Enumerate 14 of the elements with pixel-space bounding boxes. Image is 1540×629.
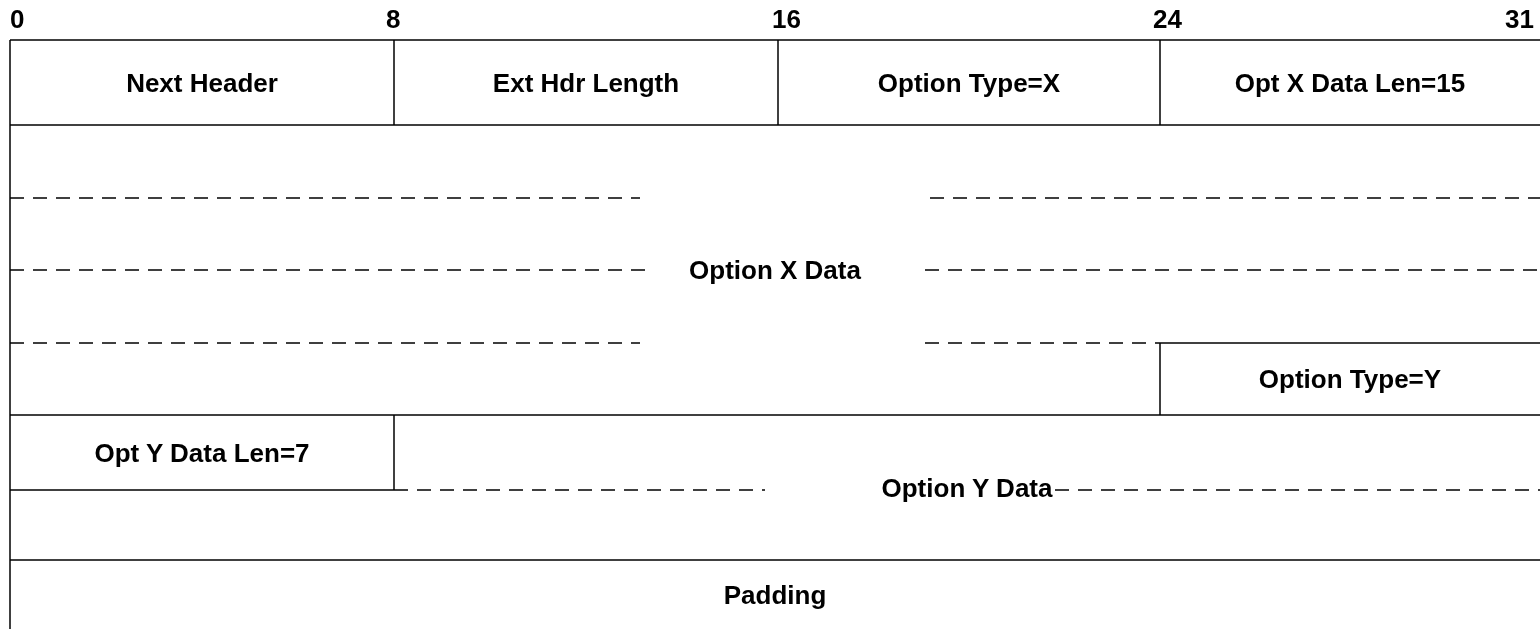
field-label: Option Y Data [881, 474, 1053, 501]
bit-number: 16 [772, 6, 801, 32]
field-label: Option Type=Y [1258, 366, 1442, 392]
bit-number: 31 [1505, 6, 1534, 32]
field-label: Opt X Data Len=15 [1234, 69, 1466, 96]
field-label: Ext Hdr Length [492, 69, 680, 96]
field-label: Padding [723, 581, 827, 608]
field-label: Next Header [126, 69, 278, 96]
field-label: Opt Y Data Len=7 [94, 439, 310, 466]
bit-number: 24 [1153, 6, 1182, 32]
bit-number: 8 [386, 6, 401, 32]
field-label: Option X Data [689, 257, 861, 283]
bit-number: 0 [10, 6, 25, 32]
field-label: Option Type=X [877, 69, 1061, 96]
